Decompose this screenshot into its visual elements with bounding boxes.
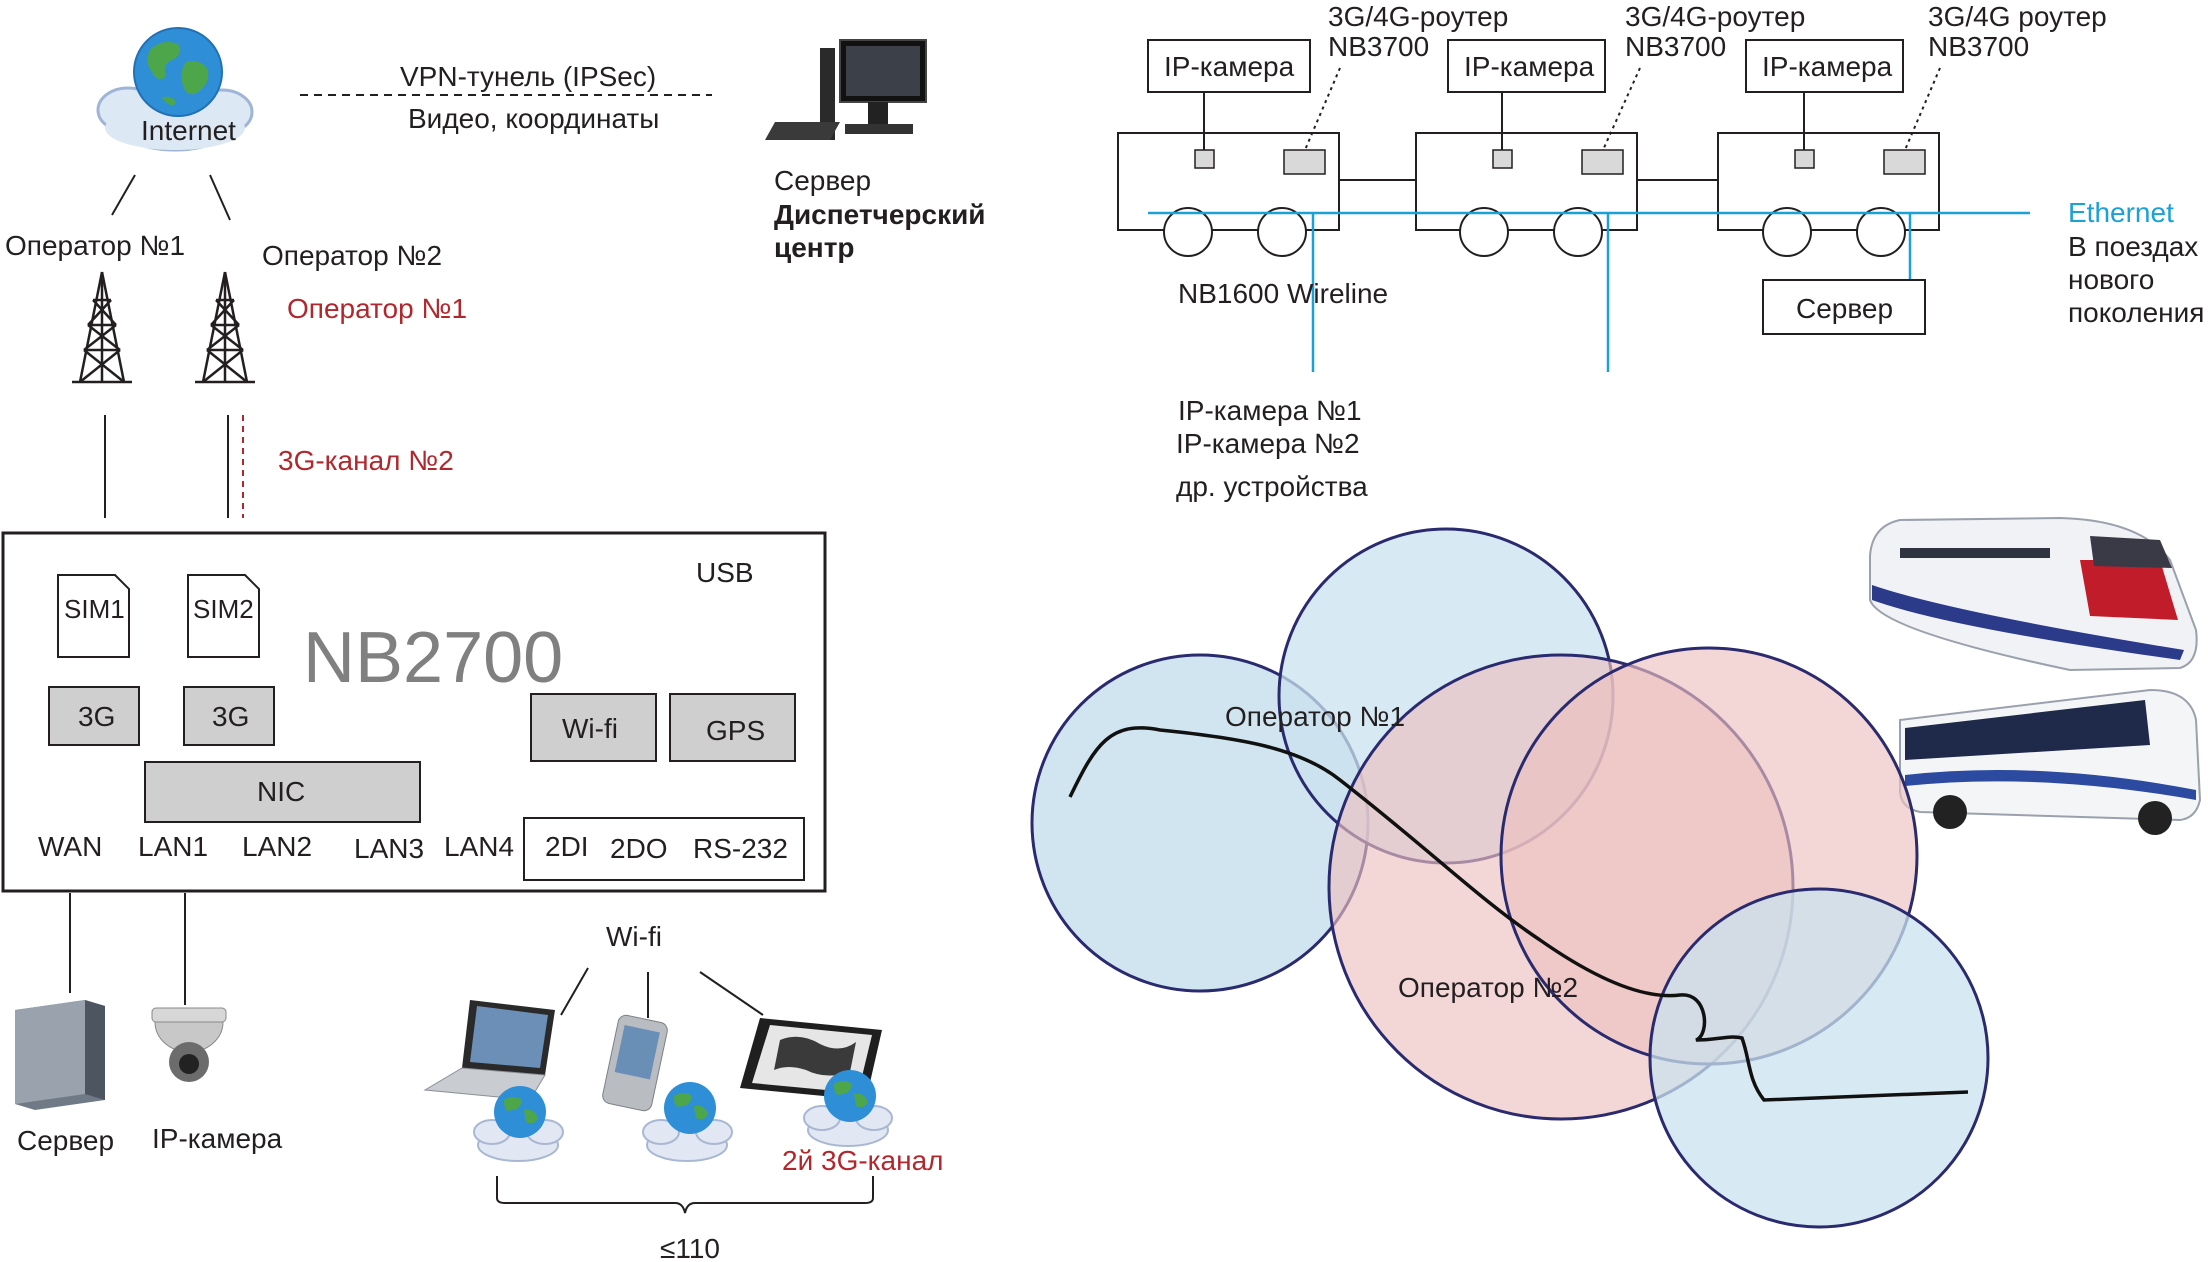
port-lan4-label: LAN4	[444, 831, 514, 862]
module-nic	[144, 761, 421, 823]
usb-label: USB	[696, 557, 754, 588]
vpn-sublabel: Видео, координаты	[408, 103, 659, 134]
train-camera-box	[1147, 39, 1311, 93]
module-gps	[669, 693, 796, 762]
ip-camera-icon	[151, 1007, 227, 1082]
bottom-server-label: Сервер	[17, 1125, 114, 1156]
train-device-1-label: IP-камера №1	[1178, 395, 1362, 426]
train-car-3	[1717, 132, 1940, 257]
cloud-to-operator1-line	[111, 174, 136, 216]
sim1-label: SIM1	[64, 594, 125, 624]
router-pointer-line	[1904, 67, 1941, 151]
vpn-label: VPN-тунель (IPSec)	[400, 61, 656, 92]
channel2-label: 3G-канал №2	[278, 445, 454, 476]
wifi-line-1	[560, 967, 589, 1016]
router-pointer-line	[1304, 67, 1341, 151]
io-rs232-label: RS-232	[693, 833, 788, 864]
port-lan2-label: LAN2	[242, 831, 312, 862]
module-gps-label: GPS	[706, 715, 765, 746]
second-3g-channel-label: 2й 3G-канал	[782, 1145, 943, 1176]
train-camera-box	[1745, 39, 1904, 93]
module-nic-label: NIC	[257, 776, 305, 807]
train-server-box	[1762, 279, 1926, 335]
module-3g-1-label: 3G	[78, 701, 115, 732]
train-camera-1-label: IP-камера	[1164, 51, 1295, 82]
operator1-red-label: Оператор №1	[287, 293, 467, 324]
module-wifi	[530, 693, 657, 762]
device-count-label: ≤110	[660, 1233, 720, 1262]
train-car-1	[1117, 132, 1340, 257]
train-icon	[1869, 516, 2198, 672]
sim2-card-icon	[187, 574, 260, 658]
operator1-label: Оператор №1	[5, 230, 185, 261]
client-cloud-icon	[473, 1086, 564, 1162]
io-2di-label: 2DI	[545, 831, 589, 862]
io-port-box	[523, 817, 805, 881]
operator2-label: Оператор №2	[262, 240, 442, 271]
wifi-line-3	[699, 971, 764, 1016]
io-2do-label: 2DO	[610, 833, 668, 864]
laptop-icon	[423, 1000, 555, 1101]
sim1-card-icon	[57, 574, 130, 658]
route-path	[1068, 726, 1969, 1102]
train-device-3-label: др. устройства	[1176, 471, 1368, 502]
coverage-operator2-label: Оператор №2	[1398, 972, 1578, 1003]
wifi-label: Wi-fi	[606, 921, 662, 952]
server-dispatch-title: Диспетчерский центр	[774, 199, 986, 263]
wireline-label: NB1600 Wireline	[1178, 278, 1388, 309]
computer-icon	[765, 39, 927, 140]
train-camera-box	[1447, 39, 1606, 93]
bus-icon	[1899, 688, 2202, 835]
cell-tower-icon	[195, 271, 255, 384]
train-car-2	[1415, 132, 1638, 257]
ethernet-label: Ethernet	[2068, 197, 2174, 228]
router-3-label: 3G/4G роутер NB3700	[1928, 1, 2107, 62]
new-generation-label: В поездах нового поколения	[2068, 231, 2205, 328]
train-server-label: Сервер	[1796, 293, 1893, 324]
train-camera-3-label: IP-камера	[1762, 51, 1893, 82]
module-3g-1	[48, 686, 140, 746]
router-1-label: 3G/4G-роутер NB3700	[1328, 1, 1509, 62]
coverage-cell-blue	[1648, 887, 1990, 1229]
bottom-ipcam-label: IP-камера	[152, 1123, 283, 1154]
client-cloud-icon	[642, 1082, 733, 1162]
server-label: Сервер	[774, 165, 871, 196]
port-lan1-label: LAN1	[138, 831, 208, 862]
group-brace	[496, 1176, 874, 1214]
module-wifi-label: Wi-fi	[562, 713, 618, 744]
train-camera-2-label: IP-камера	[1464, 51, 1595, 82]
port-wan-label: WAN	[38, 831, 102, 862]
cloud-to-operator2-line	[209, 174, 231, 221]
coverage-operator1-label: Оператор №1	[1225, 701, 1405, 732]
internet-label: Internet	[141, 115, 236, 146]
cell-tower-icon	[72, 271, 132, 384]
router-2-label: 3G/4G-роутер NB3700	[1625, 1, 1806, 62]
port-lan3-label: LAN3	[354, 833, 424, 864]
coverage-map	[1030, 527, 1990, 1229]
module-3g-2	[183, 686, 275, 746]
train-device-2-label: IP-камера №2	[1176, 428, 1360, 459]
sim2-label: SIM2	[193, 594, 254, 624]
server-icon	[15, 1000, 105, 1110]
router-pointer-line	[1602, 67, 1641, 151]
client-cloud-icon	[803, 1070, 893, 1147]
pda-icon	[602, 1014, 668, 1112]
module-3g-2-label: 3G	[212, 701, 249, 732]
nb2700-title: NB2700	[303, 618, 563, 698]
globe-icon	[133, 27, 223, 117]
